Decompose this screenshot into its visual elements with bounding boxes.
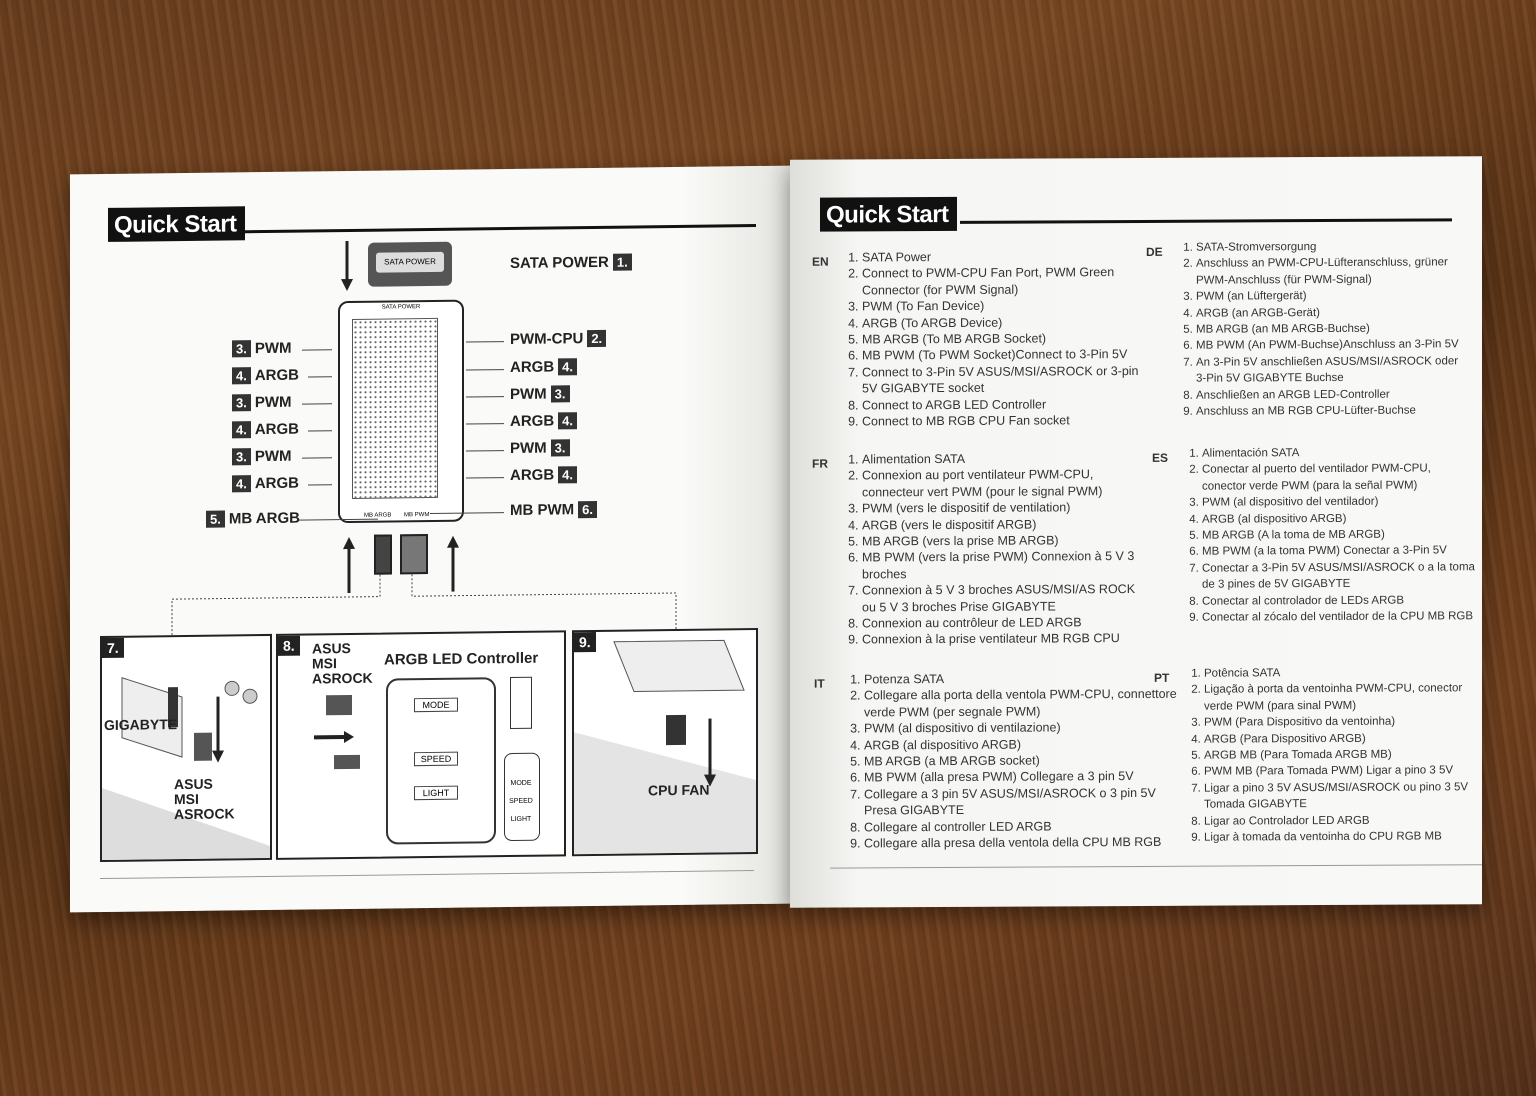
port-label: 3.PWM — [232, 448, 292, 466]
panel-7-motherboard: 7. GIGABYTE ASUS MSI ASROCK — [100, 633, 272, 863]
right-page: Quick Start EN SATA PowerConnect to PWM-… — [790, 156, 1482, 908]
port-label: 3.PWM — [232, 340, 292, 358]
section-es: ES Alimentación SATAConectar al puerto d… — [1152, 444, 1476, 626]
connector-plug — [334, 754, 360, 770]
section-it: IT Potenza SATACollegare alla porta dell… — [814, 670, 1178, 852]
footer-rule — [100, 870, 754, 880]
port-label: 4.ARGB — [232, 475, 299, 493]
argb-plug — [374, 534, 392, 575]
port-label: 4.ARGB — [232, 367, 299, 385]
footer-rule — [830, 864, 1482, 869]
port-label: 5.MB ARGB — [206, 510, 300, 528]
up-arrow-icon — [447, 535, 459, 592]
fan-hub: SATA POWER MB ARGB MB PWM — [338, 299, 464, 524]
pwm-plug — [400, 534, 428, 575]
section-pt: PT Potência SATALigação à porta da vento… — [1154, 664, 1478, 846]
down-arrow-icon — [341, 240, 353, 292]
panel-8-argb-controller: 8. ASUS MSI ASROCK ARGB LED Controller M… — [276, 630, 566, 860]
connector-plug — [326, 694, 352, 716]
panel-9-cpu-fan: 9. CPU FAN — [572, 627, 758, 857]
hub-dot-grid — [352, 317, 438, 499]
section-de: DE SATA-StromversorgungAnschluss an PWM-… — [1146, 238, 1470, 420]
section-fr: FR Alimentation SATAConnexion au port ve… — [812, 450, 1146, 648]
speed-button: SPEED — [414, 751, 458, 767]
cable-connector — [510, 676, 532, 730]
sata-plug: SATA POWER — [368, 241, 452, 287]
section-en: EN SATA PowerConnect to PWM-CPU Fan Port… — [812, 248, 1146, 430]
cpu-fan-illustration — [574, 639, 756, 855]
right-arrow-icon — [314, 731, 354, 744]
motherboard-illustration — [102, 677, 270, 861]
light-button: LIGHT — [414, 785, 458, 801]
page-title: Quick Start — [108, 206, 245, 242]
port-label: 3.PWM — [232, 394, 292, 412]
dotted-connection-lines — [171, 574, 677, 642]
header-rule — [960, 218, 1452, 224]
up-arrow-icon — [343, 536, 355, 594]
page-title: Quick Start — [820, 196, 957, 232]
port-label: 4.ARGB — [232, 421, 299, 439]
header-rule — [238, 224, 756, 234]
mode-button: MODE — [414, 697, 458, 713]
